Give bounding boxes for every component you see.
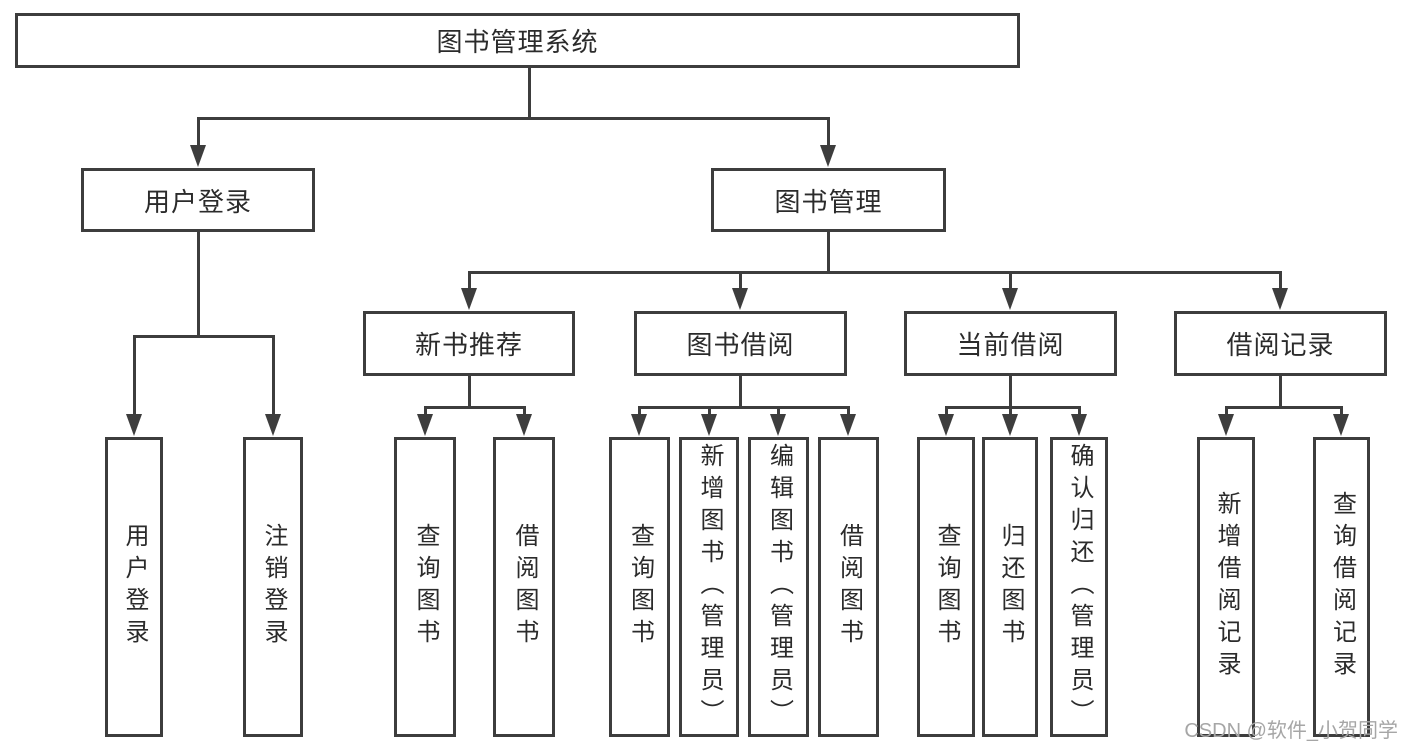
connector-line	[945, 406, 1080, 409]
connector-line	[197, 232, 200, 337]
leaf-logout: 注销登录	[243, 437, 303, 737]
connector-line	[468, 376, 471, 408]
leaf-user-login: 用户登录	[105, 437, 163, 737]
arrow-down-icon	[820, 145, 836, 167]
connector-line	[1279, 376, 1282, 408]
connector-line	[133, 335, 136, 417]
connector-line	[523, 406, 526, 420]
arrow-down-icon	[265, 414, 281, 436]
connector-line	[777, 406, 780, 420]
arrow-down-icon	[732, 288, 748, 310]
leaf-query-books-borrowing: 查询图书	[609, 437, 670, 737]
connector-line	[739, 376, 742, 408]
connector-line	[1340, 406, 1343, 420]
node-current-borrowing: 当前借阅	[904, 311, 1117, 376]
arrow-down-icon	[1002, 414, 1018, 436]
leaf-confirm-return-admin: 确认归还（管理员）	[1050, 437, 1108, 737]
connector-line	[1225, 406, 1342, 409]
node-book-borrowing: 图书借阅	[634, 311, 847, 376]
connector-line	[1009, 406, 1012, 420]
connector-line	[424, 406, 525, 409]
arrow-down-icon	[461, 288, 477, 310]
node-library-management-system: 图书管理系统	[15, 13, 1020, 68]
arrow-down-icon	[1002, 288, 1018, 310]
arrow-down-icon	[417, 414, 433, 436]
connector-line	[827, 232, 830, 274]
connector-line	[1009, 271, 1012, 293]
arrow-down-icon	[701, 414, 717, 436]
leaf-query-borrow-record: 查询借阅记录	[1313, 437, 1370, 737]
node-borrowing-records: 借阅记录	[1174, 311, 1387, 376]
arrow-down-icon	[516, 414, 532, 436]
leaf-borrow-books-recommend: 借阅图书	[493, 437, 555, 737]
leaf-edit-book-admin: 编辑图书（管理员）	[748, 437, 809, 737]
connector-line	[1009, 376, 1012, 408]
connector-line	[739, 271, 742, 293]
connector-line	[468, 271, 1281, 274]
arrow-down-icon	[1272, 288, 1288, 310]
arrow-down-icon	[1071, 414, 1087, 436]
connector-line	[272, 335, 275, 417]
arrow-down-icon	[1333, 414, 1349, 436]
leaf-return-books: 归还图书	[982, 437, 1038, 737]
arrow-down-icon	[1218, 414, 1234, 436]
arrow-down-icon	[190, 145, 206, 167]
arrow-down-icon	[938, 414, 954, 436]
connector-line	[708, 406, 711, 420]
arrow-down-icon	[631, 414, 647, 436]
watermark: CSDN @软件_小贺同学	[1184, 720, 1398, 742]
connector-line	[638, 406, 849, 409]
arrow-down-icon	[770, 414, 786, 436]
connector-line	[945, 406, 948, 420]
leaf-add-borrow-record: 新增借阅记录	[1197, 437, 1255, 737]
node-book-management: 图书管理	[711, 168, 946, 232]
connector-line	[1279, 271, 1282, 293]
connector-line	[528, 68, 531, 118]
connector-line	[827, 117, 830, 151]
leaf-query-books-recommend: 查询图书	[394, 437, 456, 737]
leaf-borrow-books-borrowing: 借阅图书	[818, 437, 879, 737]
connector-line	[424, 406, 427, 420]
connector-line	[638, 406, 641, 420]
arrow-down-icon	[126, 414, 142, 436]
node-new-book-recommend: 新书推荐	[363, 311, 575, 376]
leaf-query-books-current: 查询图书	[917, 437, 975, 737]
connector-line	[847, 406, 850, 420]
leaf-add-book-admin: 新增图书（管理员）	[679, 437, 739, 737]
arrow-down-icon	[840, 414, 856, 436]
node-user-login: 用户登录	[81, 168, 315, 232]
connector-line	[468, 271, 471, 293]
connector-line	[197, 117, 200, 151]
connector-line	[197, 117, 829, 120]
connector-line	[1078, 406, 1081, 420]
connector-line	[1225, 406, 1228, 420]
connector-line	[133, 335, 274, 338]
